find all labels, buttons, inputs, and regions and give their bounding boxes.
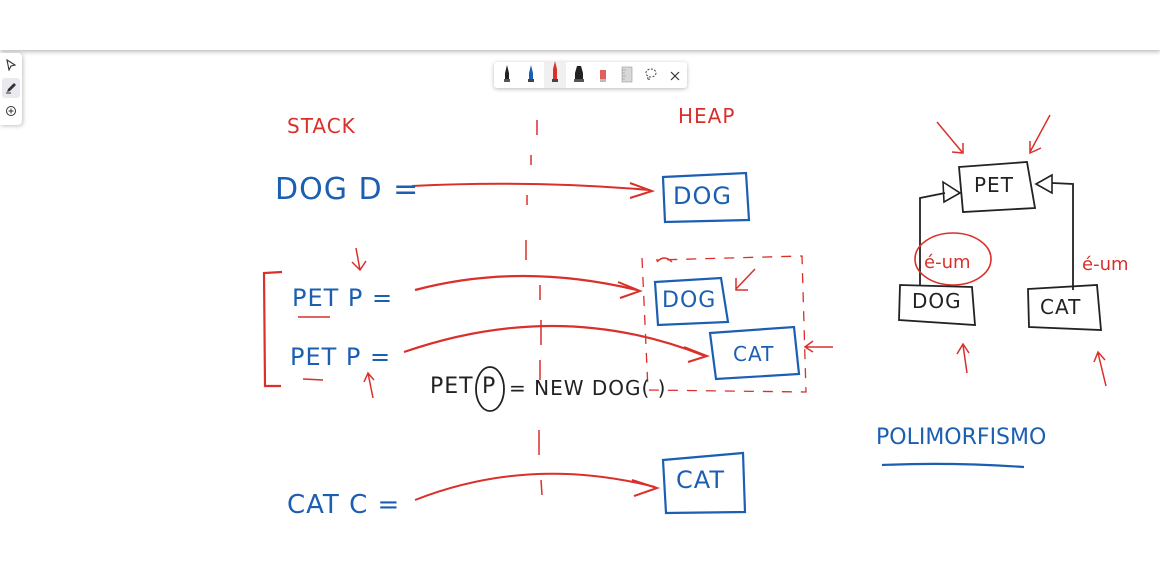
inherit-triangle-left: [942, 180, 962, 204]
is-a-circle: [914, 232, 992, 286]
inherit-line-cat: [1051, 182, 1074, 290]
red-pen-icon: [549, 60, 561, 88]
diagram-pet-label: PET: [974, 173, 1014, 197]
heap-label: HEAP: [678, 104, 736, 128]
black-pen-icon: [501, 62, 513, 88]
heap-cat-2-label: CAT: [676, 466, 725, 494]
is-a-right-label: é-um: [1082, 254, 1129, 275]
diagram-dog-label: DOG: [912, 289, 962, 313]
arrow-to-pet-right: [1029, 114, 1051, 155]
close-icon: [670, 66, 680, 85]
black-marker-button[interactable]: [568, 62, 590, 88]
arrow-pet-cat: [403, 324, 706, 358]
up-arrow-stack: [363, 371, 375, 399]
ink-pen-icon: [5, 79, 17, 98]
is-a-left-label: é-um: [924, 252, 971, 273]
new-dog-circled: P: [482, 374, 497, 399]
circled-p: [475, 366, 505, 412]
polymorphism-label: POLIMORFISMO: [876, 425, 1047, 450]
arrow-to-pet-left: [936, 121, 964, 154]
pen-tray-toolbar: [494, 60, 687, 88]
blue-pen-icon: [525, 62, 537, 88]
add-icon: [5, 102, 17, 121]
left-tool-rail: [0, 53, 22, 125]
stack-heap-divider: [525, 120, 543, 496]
heap-box-dog-2: [653, 276, 730, 327]
heap-cat-1-label: CAT: [733, 342, 775, 366]
pet-bracket: [262, 270, 283, 388]
arrow-cat: [414, 472, 656, 501]
app-top-bar: [0, 0, 1160, 50]
arrow-dog: [411, 182, 651, 191]
blue-pen-button[interactable]: [520, 62, 542, 88]
heap-dashed-region: [641, 255, 807, 393]
inherit-line-dog: [919, 192, 946, 285]
diagram-box-pet: [958, 161, 1037, 213]
underline-pet-2: [302, 378, 324, 381]
dog-declaration: DOG D =: [275, 172, 420, 207]
ruler-button[interactable]: [616, 62, 638, 88]
lasso-button[interactable]: [640, 62, 662, 88]
pet-declaration-1: PET P =: [292, 284, 394, 312]
arrow-into-dog-box: [735, 268, 756, 291]
black-pen-button[interactable]: [496, 62, 518, 88]
heap-box-cat-2: [661, 451, 747, 515]
red-pen-button[interactable]: [544, 60, 566, 88]
diagram-box-cat: [1027, 284, 1102, 331]
heap-dog-2-label: DOG: [662, 288, 717, 313]
select-tool-button[interactable]: [2, 55, 20, 75]
new-dog-right: = NEW DOG( ): [509, 376, 667, 400]
pet-declaration-2: PET P =: [290, 343, 392, 371]
new-dog-left: PET: [430, 374, 474, 399]
diagram-box-dog: [898, 284, 976, 326]
inherit-triangle-right: [1034, 173, 1053, 195]
stack-label: STACK: [287, 114, 356, 138]
arrow-to-dog: [956, 342, 970, 374]
heap-box-cat-1: [708, 325, 801, 381]
arrow-to-cat: [1093, 350, 1107, 387]
heap-box-dog-1: [661, 171, 751, 224]
down-arrow-stack: [351, 247, 367, 272]
add-button[interactable]: [2, 101, 20, 121]
ruler-icon: [620, 62, 634, 88]
arrow-into-cat-box: [803, 340, 833, 353]
select-arrow-icon: [5, 56, 17, 75]
polymorphism-underline: [881, 462, 1025, 469]
diagram-cat-label: CAT: [1040, 295, 1082, 319]
heap-dog-1-label: DOG: [673, 182, 732, 210]
highlighter-icon: [597, 62, 609, 88]
cat-declaration: CAT C =: [287, 490, 401, 520]
close-toolbar-button[interactable]: [664, 62, 686, 88]
highlighter-button[interactable]: [592, 62, 614, 88]
lasso-icon: [644, 66, 658, 85]
ink-tool-button[interactable]: [2, 78, 20, 98]
arrow-pet-dog: [414, 274, 638, 292]
black-marker-icon: [572, 62, 586, 88]
